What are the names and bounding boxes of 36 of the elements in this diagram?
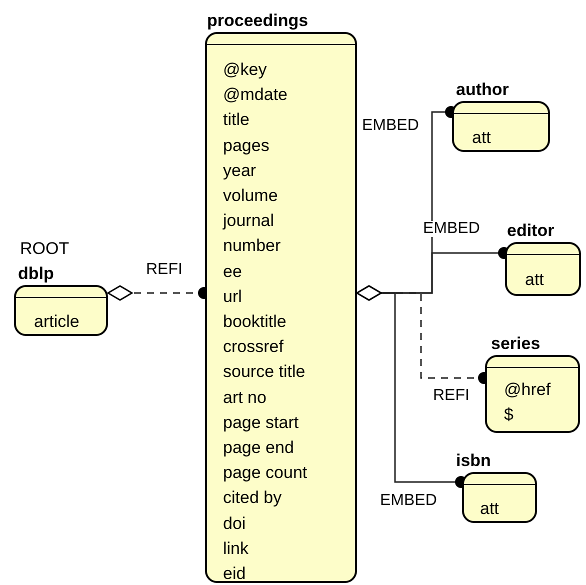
entity-name: editor <box>507 222 554 239</box>
attribute-text: @href <box>504 379 551 401</box>
connector <box>356 285 467 488</box>
attribute-text: att <box>480 498 499 520</box>
root-label: ROOT <box>20 240 70 257</box>
entity-name: proceedings <box>207 12 308 29</box>
attribute-text: pages <box>223 134 270 157</box>
attribute-text: page end <box>223 437 295 460</box>
attribute-text: title <box>223 109 250 132</box>
attribute-text: ee <box>223 260 243 283</box>
attribute-text: att <box>472 127 491 149</box>
attribute-text: eid <box>223 563 247 585</box>
attribute-text: @mdate <box>223 84 289 106</box>
attribute-text: art no <box>223 386 268 409</box>
attribute-text: $ <box>504 404 514 426</box>
attribute-text: crossref <box>223 336 284 358</box>
edge-label: EMBED <box>423 221 480 237</box>
attribute-text: link <box>223 538 250 560</box>
entity-name: series <box>491 335 540 352</box>
attribute-text: number <box>223 235 282 258</box>
attribute-text: booktitle <box>223 311 288 334</box>
attribute-text: doi <box>223 512 247 535</box>
attribute-text: @key <box>223 59 268 81</box>
entity-name: isbn <box>456 452 491 469</box>
attribute-text: source title <box>223 361 306 384</box>
attribute-text: att <box>525 269 544 291</box>
attribute-text: page start <box>223 412 300 434</box>
attribute-text: article <box>34 311 80 333</box>
entity-name: dblp <box>18 265 54 282</box>
attribute-text: url <box>223 286 243 308</box>
attribute-text: journal <box>223 210 276 232</box>
attribute-text: page count <box>223 462 308 484</box>
attribute-text: year <box>223 160 258 182</box>
attribute-text: volume <box>223 185 279 208</box>
attribute-text: cited by <box>223 487 283 510</box>
entity-name: author <box>456 81 509 98</box>
